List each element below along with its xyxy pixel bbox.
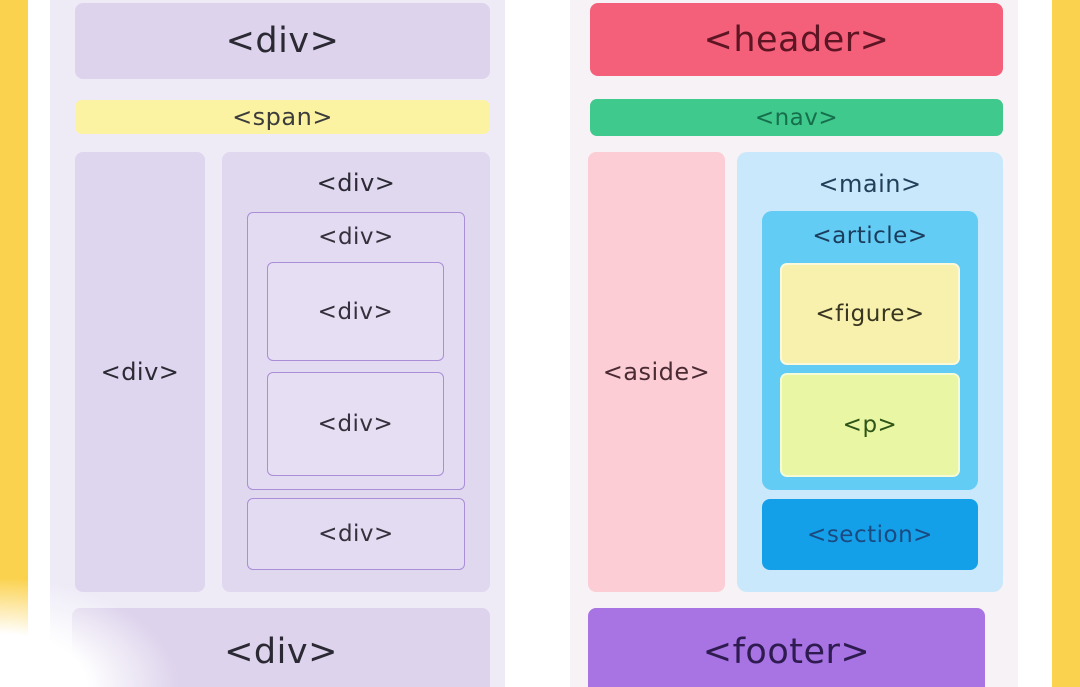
div-bottom-box: <div> [72,608,490,687]
footer-label: <footer> [702,632,871,672]
div-sidebar-box: <div> [75,152,205,592]
article-box: <article> <figure> <p> [762,211,978,490]
figure-box: <figure> [780,263,960,365]
section-label: <section> [807,521,933,548]
nested-div-outer-label: <div> [318,224,394,250]
div-content-box: <div> <div> <div> <div> <div> [222,152,490,592]
div-content-label: <div> [316,169,396,197]
footer-box: <footer> [588,608,985,687]
aside-label: <aside> [602,358,711,386]
span-label: <span> [232,103,333,131]
nested-div-outer-box: <div> <div> <div> [247,212,465,490]
p-label: <p> [842,412,898,438]
aside-box: <aside> [588,152,725,592]
article-label: <article> [812,223,928,249]
p-box: <p> [780,373,960,477]
section-box: <section> [762,499,978,570]
div-sidebar-label: <div> [100,358,180,386]
div-bottom-label: <div> [224,632,338,672]
nested-div-last-box: <div> [247,498,465,570]
yellow-frame-right [1052,0,1080,687]
main-box: <main> <article> <figure> <p> <section> [737,152,1003,592]
nested-div-inner-box-2: <div> [267,372,444,476]
yellow-frame-left [0,0,28,687]
nav-label: <nav> [754,104,839,131]
div-top-box: <div> [75,3,490,79]
nested-div-inner-box-1: <div> [267,262,444,361]
header-box: <header> [590,3,1003,76]
nav-box: <nav> [590,99,1003,136]
header-label: <header> [703,19,890,60]
span-bar: <span> [75,100,490,134]
figure-label: <figure> [815,301,925,327]
main-label: <main> [818,170,922,198]
div-top-label: <div> [225,21,340,61]
